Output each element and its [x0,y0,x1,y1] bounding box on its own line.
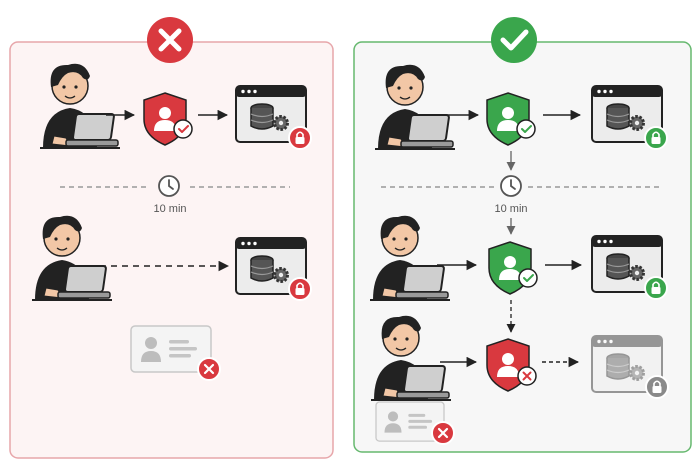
right-timer-label: 10 min [494,203,527,215]
left-clock-icon [158,175,180,197]
right-shield-1-check-icon [516,119,536,139]
right-lock-1-icon [644,126,668,150]
left-panel: 10 min [9,17,334,459]
right-lock-3-icon [645,375,669,399]
left-timer-label: 10 min [153,203,186,215]
left-lock-2-icon [288,277,312,301]
left-shield-check-icon [173,119,193,139]
right-panel: 10 min [353,17,692,453]
left-id-rejected-icon [196,356,222,382]
right-lock-2-icon [644,276,668,300]
right-verdict-check-icon [491,17,537,63]
right-clock-icon [500,175,522,197]
right-shield-3-cross-icon [517,366,537,386]
right-shield-2-check-icon [518,268,538,288]
left-lock-1-icon [288,126,312,150]
right-id-rejected-icon [430,420,456,446]
left-verdict-cross-icon [147,17,193,63]
